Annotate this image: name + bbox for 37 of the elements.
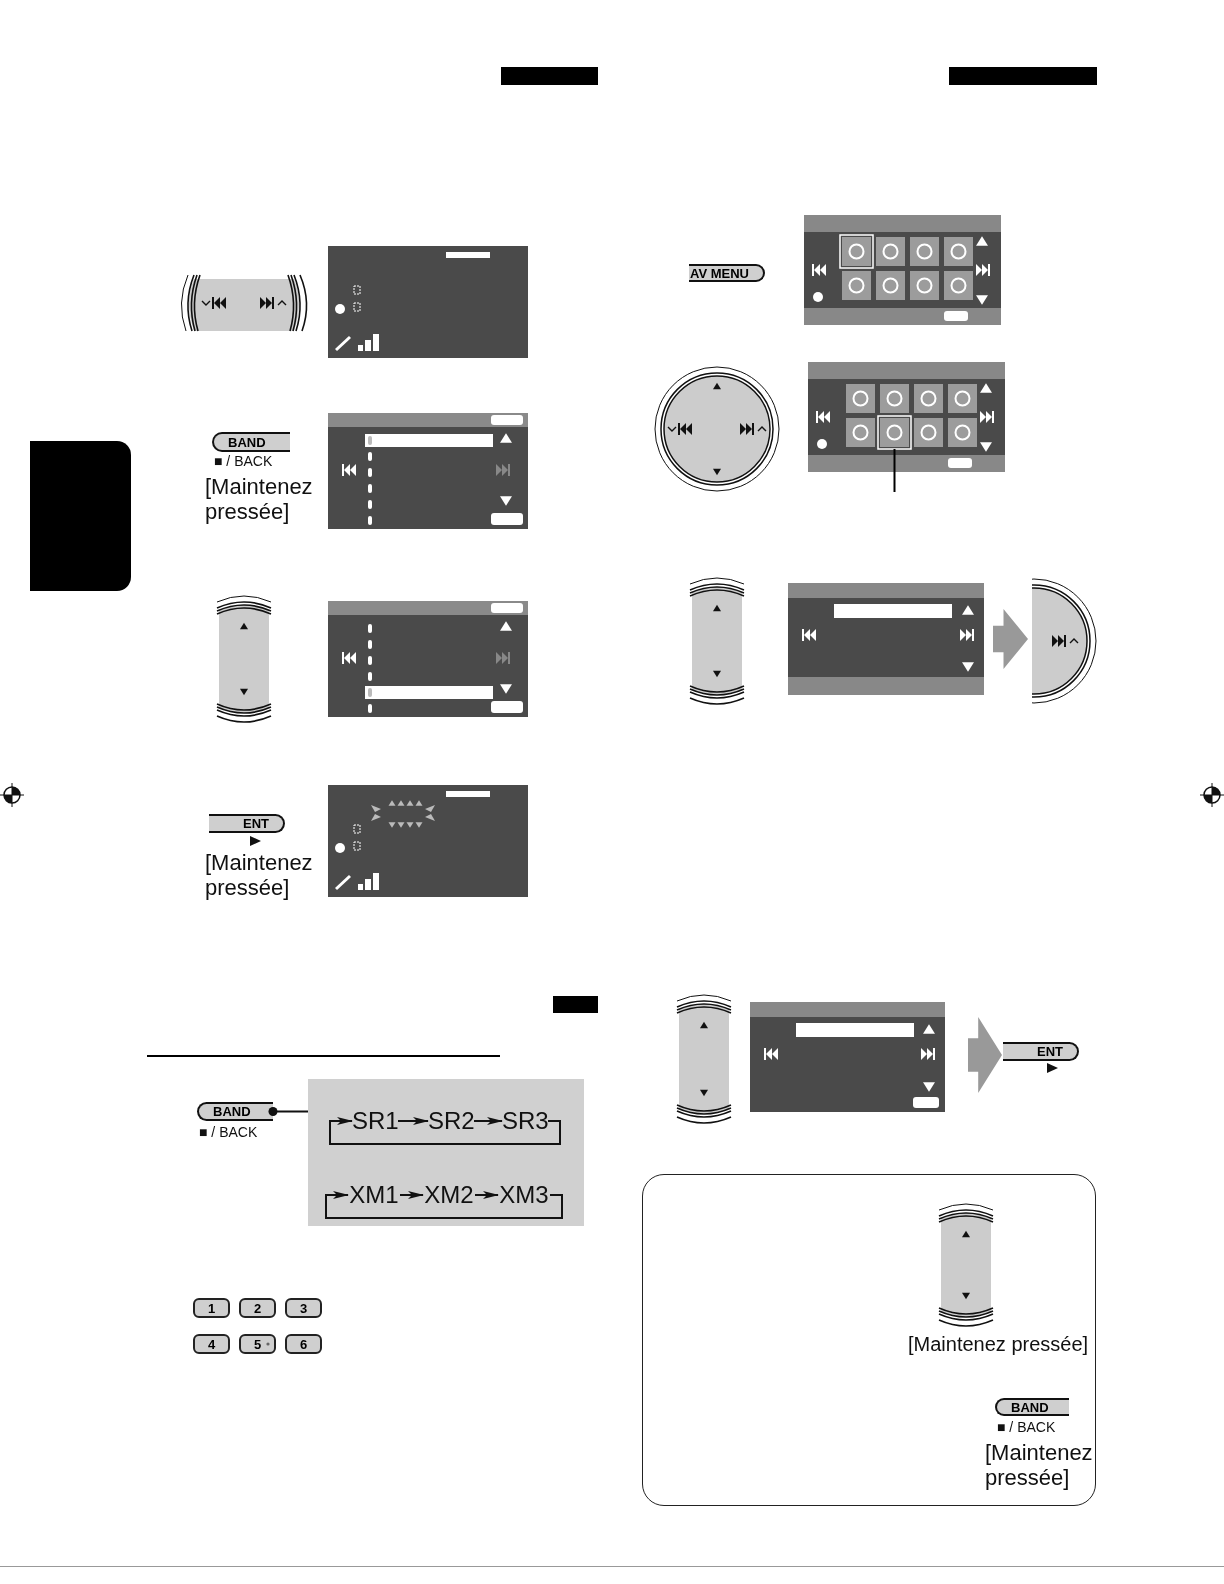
preset-key: 5 [239, 1334, 276, 1354]
ent-button: ENT [1003, 1042, 1079, 1061]
arrow [329, 1117, 561, 1145]
ent-button: ENT [209, 814, 285, 833]
section-tab [501, 67, 598, 85]
arrow [399, 1191, 424, 1199]
band-cycle-panel [308, 1079, 584, 1226]
band-name: XM2 [423, 1181, 475, 1209]
button-caption: ■ / BACK [997, 1419, 1056, 1435]
band-name: SR3 [502, 1107, 548, 1135]
arrow [474, 1191, 499, 1199]
arrow [397, 1117, 429, 1125]
button-caption: ■ / BACK [214, 453, 273, 469]
av-menu-button: AV MENU [689, 264, 765, 282]
band-name: XM1 [348, 1181, 400, 1209]
preset-key: 2 [239, 1298, 276, 1318]
band-name: SR2 [428, 1107, 474, 1135]
preset-key: 6 [285, 1334, 322, 1354]
band-name: SR1 [352, 1107, 398, 1135]
section-tab [553, 996, 598, 1013]
arrow [325, 1191, 563, 1219]
arrow [473, 1117, 503, 1125]
band-button: BAND [197, 1102, 273, 1121]
preset-key: 3 [285, 1298, 322, 1318]
hold-instruction: [Maintenez pressée] [908, 1332, 1090, 1357]
hold-instruction: [Maintenez pressée] [205, 850, 314, 900]
preset-key: 4 [193, 1334, 230, 1354]
section-tab [949, 67, 1097, 85]
band-name: XM3 [498, 1181, 550, 1209]
hold-instruction: [Maintenez pressée] [205, 474, 314, 524]
band-button: BAND [212, 432, 290, 452]
connector-line [268, 1107, 309, 1116]
button-caption: ■ / BACK [199, 1124, 258, 1140]
hold-instruction: [Maintenez pressée] [985, 1440, 1094, 1490]
side-tab [30, 441, 131, 591]
preset-key: 1 [193, 1298, 230, 1318]
band-button: BAND [995, 1398, 1069, 1416]
